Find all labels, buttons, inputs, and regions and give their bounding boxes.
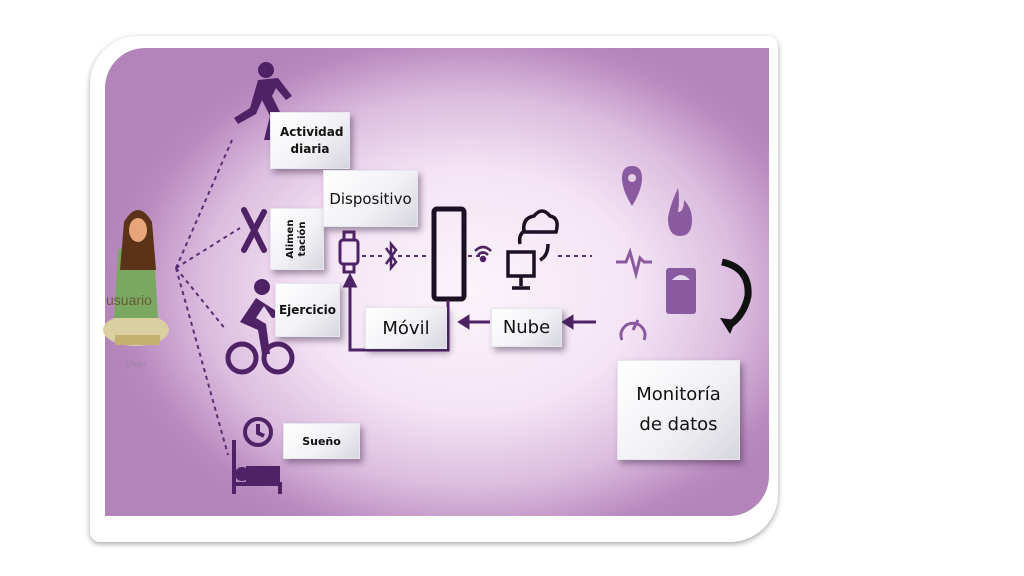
monitoring-label: Monitoría de datos [636,384,721,435]
wifi-icon [474,245,492,263]
device-label: Dispositivo [329,189,412,208]
exercise-label: Ejercicio [278,302,337,317]
cloud-computer-icon [506,209,559,290]
exercise-box: Ejercicio [275,283,340,337]
phone-icon [431,206,467,302]
food-box: Alimen tación [270,208,324,270]
device-box: Dispositivo [323,170,418,227]
cloud-box: Nube [491,308,562,347]
sleep-label: Sueño [302,434,341,448]
food-icon [241,207,267,253]
watch-icon [338,230,360,274]
monitoring-box: Monitoría de datos [617,360,740,460]
location-pin-icon [622,166,642,206]
user-figure-icon [103,210,169,346]
runner-icon [234,62,292,140]
daily-activity-box: Actividad diaria [270,112,350,169]
daily-activity-label: Actividad diaria [280,124,344,156]
food-label: Alimen tación [285,219,308,259]
refresh-arrow-icon [721,258,752,329]
scale-icon [666,268,696,314]
heartbeat-icon [616,247,652,280]
bluetooth-icon [384,240,398,272]
flow-arrows [342,272,596,352]
gauge-icon [619,319,647,341]
sleep-icon [232,417,282,494]
flame-icon [668,188,692,236]
cloud-label: Nube [502,317,551,338]
sleep-box: Sueño [283,423,360,459]
connector-lines [175,139,592,456]
user-label: usuario [106,292,152,308]
mobile-label: Móvil [382,317,430,339]
user-caption: User [126,360,147,370]
cyclist-icon [225,279,295,375]
mobile-box: Móvil [365,307,447,349]
